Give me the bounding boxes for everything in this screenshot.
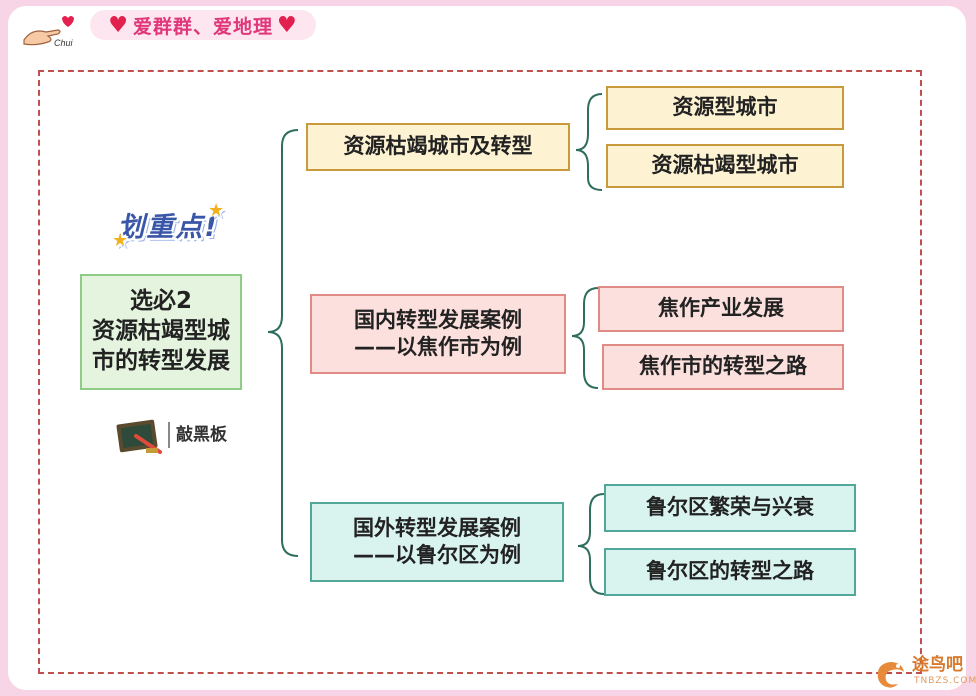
- heart-icon: ♥: [108, 12, 129, 38]
- branch-3-line-2: ——以鲁尔区为例: [353, 543, 521, 567]
- dashed-frame: [38, 70, 922, 674]
- branch-node-1: 资源枯竭城市及转型: [306, 123, 570, 171]
- star-icon: ★: [208, 200, 227, 221]
- branch-1-label: 资源枯竭城市及转型: [343, 134, 533, 159]
- highlight-sticker: 划重点! ★ ★: [108, 198, 228, 251]
- star-icon: ★: [112, 230, 131, 251]
- header-title: 爱群群、爱地理: [132, 15, 273, 38]
- root-brace: [267, 129, 299, 557]
- branch-node-2: 国内转型发展案例 ——以焦作市为例: [310, 294, 566, 374]
- leaf-2-2-label: 焦作市的转型之路: [639, 354, 807, 379]
- leaf-2-1-label: 焦作产业发展: [658, 296, 784, 321]
- header-banner: ♥ 爱群群、爱地理 ♥: [90, 10, 316, 40]
- hand-text: Chui: [54, 38, 74, 48]
- brace-branch-2: [571, 287, 599, 389]
- leaf-3-1-label: 鲁尔区繁荣与兴衰: [646, 495, 814, 520]
- hand-heart-icon: Chui: [23, 16, 74, 48]
- branch-2-line-2: ——以焦作市为例: [354, 335, 522, 359]
- watermark-logo-icon: [877, 662, 904, 688]
- leaf-node-2-1: 焦作产业发展: [598, 286, 844, 332]
- branch-2-line-1: 国内转型发展案例: [354, 307, 522, 332]
- leaf-node-1-2: 资源枯竭型城市: [606, 144, 844, 188]
- brace-branch-3: [577, 493, 605, 595]
- root-node: 选必2 资源枯竭型城 市的转型发展: [80, 274, 242, 390]
- watermark-text: 途鸟吧: [912, 655, 963, 675]
- root-line-2: 资源枯竭型城: [92, 318, 230, 345]
- root-line-3: 市的转型发展: [92, 347, 230, 374]
- leaf-node-3-1: 鲁尔区繁荣与兴衰: [604, 484, 856, 532]
- blackboard-icon: [116, 419, 162, 454]
- root-line-1: 选必2: [129, 288, 192, 315]
- branch-3-line-1: 国外转型发展案例: [353, 515, 521, 540]
- leaf-1-2-label: 资源枯竭型城市: [651, 153, 799, 178]
- leaf-1-1-label: 资源型城市: [672, 95, 778, 120]
- branch-node-3: 国外转型发展案例 ——以鲁尔区为例: [310, 502, 564, 582]
- heart-icon: ♥: [277, 12, 298, 38]
- leaf-node-3-2: 鲁尔区的转型之路: [604, 548, 856, 596]
- sticker-text: 划重点!: [117, 211, 219, 243]
- blackboard-label: 敲黑板: [168, 422, 227, 448]
- leaf-3-2-label: 鲁尔区的转型之路: [646, 559, 814, 584]
- leaf-node-2-2: 焦作市的转型之路: [602, 344, 844, 390]
- leaf-node-1-1: 资源型城市: [606, 86, 844, 130]
- watermark-sub: TNBZS.COM: [914, 676, 976, 686]
- brace-branch-1: [575, 93, 603, 191]
